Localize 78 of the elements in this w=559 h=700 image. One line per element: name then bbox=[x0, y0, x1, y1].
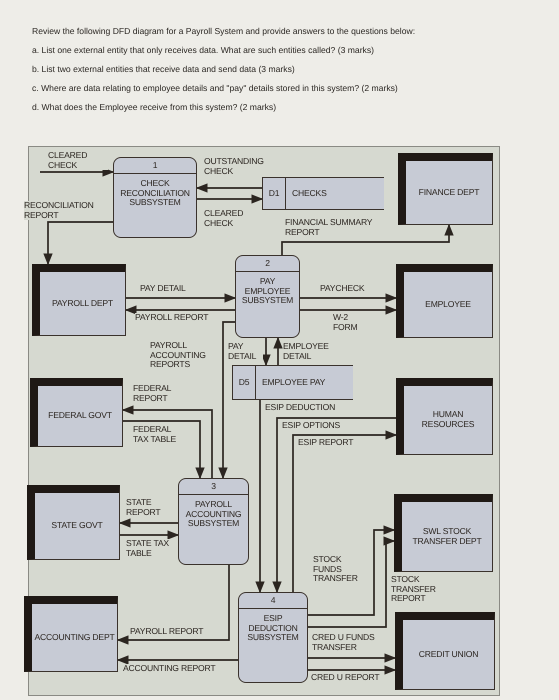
data-flow-arrow bbox=[272, 417, 396, 594]
data-flow-arrow bbox=[255, 400, 265, 594]
data-flow-arrow bbox=[120, 530, 180, 540]
store-id: D1 bbox=[268, 188, 280, 198]
question-text: d. What does the Employee receive from this system? (2 marks) bbox=[32, 102, 276, 112]
external-entity-box bbox=[24, 596, 118, 672]
edge-label: ESIP DEDUCTION bbox=[265, 403, 336, 413]
process-label: CHECK RECONCILIATION SUBSYSTEM bbox=[119, 179, 191, 208]
data-flow-arrow bbox=[43, 221, 113, 266]
process-number: 3 bbox=[211, 481, 216, 491]
data-flow-arrow bbox=[116, 565, 230, 645]
edge-label: PAY DETAIL bbox=[140, 284, 186, 294]
external-entity-box bbox=[30, 378, 123, 447]
external-entity-box bbox=[396, 264, 493, 338]
edge-label: ESIP OPTIONS bbox=[282, 421, 340, 431]
data-store bbox=[232, 365, 353, 400]
external-entity-box bbox=[396, 378, 493, 455]
store-label: CHECKS bbox=[292, 188, 327, 198]
edge-label: CLEARED CHECK bbox=[48, 151, 108, 170]
external-entity-box bbox=[32, 264, 126, 336]
data-flow-arrow bbox=[123, 420, 205, 480]
entity-label: ACCOUNTING DEPT bbox=[34, 632, 115, 642]
question-text: c. Where are data relating to employee details and "pay" details stored in this system? (2 marks) bbox=[32, 83, 398, 93]
data-flow-arrow bbox=[126, 293, 236, 303]
edge-label: ACCOUNTING REPORT bbox=[123, 664, 216, 674]
data-flow-arrow bbox=[308, 536, 396, 628]
data-flow-arrow bbox=[308, 653, 396, 663]
process-label: ESIP DEDUCTION SUBSYSTEM bbox=[246, 614, 300, 643]
data-flow-arrow bbox=[197, 194, 264, 204]
data-flow-arrow bbox=[292, 430, 398, 592]
entity-label: FINANCE DEPT bbox=[418, 186, 480, 197]
entity-label: SWL STOCK TRANSFER DEPT bbox=[412, 526, 482, 546]
entity-label: CREDIT UNION bbox=[418, 648, 478, 659]
process-label: PAYROLL ACCOUNTING SUBSYSTEM bbox=[184, 500, 242, 529]
edge-label: PAYCHECK bbox=[320, 284, 364, 294]
process-box bbox=[235, 255, 300, 338]
data-flow-arrow bbox=[40, 167, 114, 177]
data-flow-arrow bbox=[196, 183, 262, 193]
process-box bbox=[238, 592, 308, 683]
entity-label: STATE GOVT bbox=[51, 520, 103, 530]
entity-label: PAYROLL DEPT bbox=[52, 298, 113, 308]
store-label: EMPLOYEE PAY bbox=[262, 376, 326, 387]
process-number: 2 bbox=[265, 258, 270, 268]
title: Review the following DFD diagram for a Payroll System and provide answers to the questions below: bbox=[32, 26, 416, 36]
process-number: 1 bbox=[152, 160, 158, 170]
data-flow-arrow bbox=[300, 305, 398, 315]
store-id: D5 bbox=[238, 378, 250, 388]
external-entity-box bbox=[27, 485, 120, 560]
entity-label: EMPLOYEE bbox=[425, 298, 471, 309]
external-entity-box bbox=[398, 153, 493, 225]
data-flow-arrow bbox=[308, 525, 396, 616]
process-number: 4 bbox=[270, 595, 276, 605]
process-box bbox=[178, 478, 249, 565]
question-text: a. List one external entity that only receives data. What are such entities called? (3 marks) bbox=[32, 45, 374, 55]
entity-label: FEDERAL GOVT bbox=[48, 410, 112, 420]
data-flow-arrow bbox=[218, 321, 235, 480]
question-text: b. List two external entities that receive data and send data (3 marks) bbox=[32, 64, 295, 74]
external-entity-box bbox=[395, 612, 495, 690]
process-box bbox=[113, 157, 197, 238]
data-flow-arrow bbox=[122, 405, 213, 478]
data-flow-arrow bbox=[273, 336, 283, 365]
data-flow-arrow bbox=[261, 338, 271, 366]
data-flow-arrow bbox=[116, 655, 238, 665]
external-entity-box bbox=[394, 494, 493, 572]
data-flow-arrow bbox=[281, 224, 454, 255]
edge-label: ESIP REPORT bbox=[298, 438, 354, 448]
process-label: PAY EMPLOYEE SUBSYSTEM bbox=[240, 277, 294, 306]
data-flow-arrow bbox=[300, 293, 398, 303]
edge-label: PAYROLL REPORT bbox=[135, 313, 208, 323]
edge-label: CRED U REPORT bbox=[311, 673, 380, 683]
data-store bbox=[262, 177, 384, 210]
edge-label: OUTSTANDING CHECK bbox=[204, 157, 264, 176]
data-flow-arrow bbox=[124, 305, 235, 315]
data-flow-arrow bbox=[118, 518, 178, 528]
edge-label: PAYROLL REPORT bbox=[130, 627, 204, 637]
edge-label: PAY DETAIL bbox=[228, 342, 263, 362]
data-flow-arrow bbox=[308, 665, 396, 675]
entity-label: HUMAN RESOURCES bbox=[422, 409, 474, 429]
